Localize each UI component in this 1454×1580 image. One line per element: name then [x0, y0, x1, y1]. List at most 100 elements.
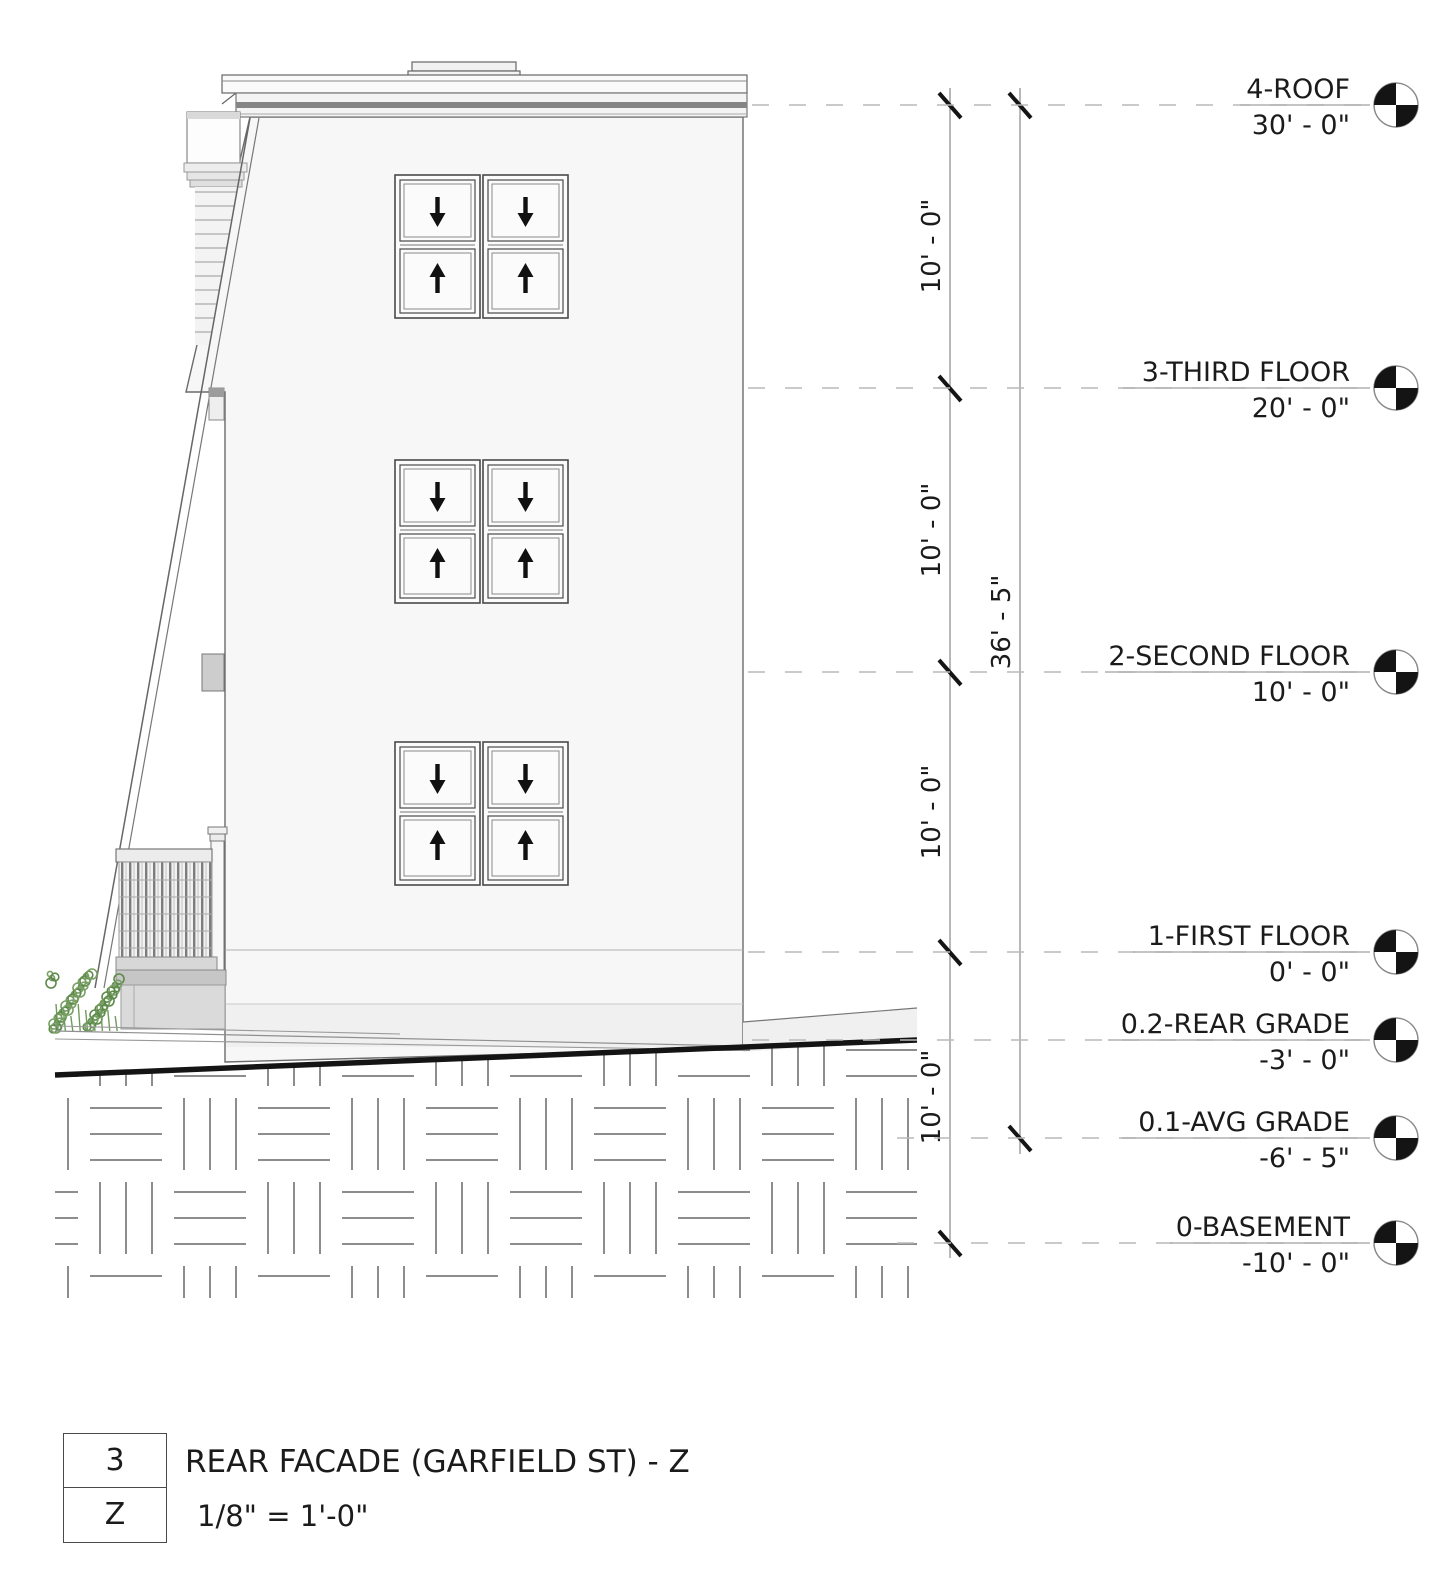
shrub-leaf — [113, 985, 121, 993]
shrub-leaf — [67, 999, 77, 1009]
walkway-line-2 — [54, 1030, 741, 1047]
sash-up-arrow-icon — [429, 830, 446, 860]
deck-post-cap — [207, 826, 228, 835]
level-marker-quadrant-se — [1396, 952, 1418, 974]
dormer-cap — [187, 112, 240, 119]
sash-down-arrow-icon — [429, 764, 446, 794]
earth-hatch — [55, 1040, 917, 1298]
sash-up-arrow-icon — [517, 830, 534, 860]
rear-deck — [115, 826, 228, 1030]
shrub-stem — [114, 1015, 118, 1032]
deck-post-neck — [209, 833, 226, 842]
level-4: 0.2-REAR GRADE-3' - 0" — [752, 1009, 1419, 1076]
lower-sash-glass — [403, 819, 472, 877]
lower-sash — [399, 815, 476, 881]
level-elevation: 0' - 0" — [1269, 957, 1350, 988]
sash-down-arrow-icon — [517, 764, 534, 794]
upper-sash-glass — [403, 750, 472, 805]
level-elevation: 30' - 0" — [1252, 110, 1350, 141]
floor-to-floor-dimension-text: 10' - 0" — [917, 1050, 947, 1145]
level-name: 0.1-AVG GRADE — [1138, 1107, 1350, 1138]
dimension-strings: 10' - 0" 10' - 0" 10' - 0" 10' - 0" 36' - 5" — [917, 88, 1033, 1258]
level-marker-quadrant-nw — [1374, 366, 1396, 388]
view-scale: 1/8" = 1'-0" — [197, 1499, 369, 1533]
shrub-stem — [92, 1015, 96, 1032]
level-marker-quadrant-nw — [1374, 1221, 1396, 1243]
shrub — [45, 968, 125, 1034]
lower-sash — [487, 533, 564, 599]
cornice-step-1 — [183, 162, 248, 173]
lower-sash-glass — [491, 252, 560, 310]
window-frame — [394, 174, 481, 319]
level-marker-quadrant-nw — [1374, 930, 1396, 952]
detail-number: 3 — [64, 1434, 166, 1488]
deck-top-rail — [115, 848, 213, 863]
window-frame — [394, 459, 481, 604]
roof-assembly — [221, 61, 748, 118]
lower-sash-glass — [491, 537, 560, 595]
level-elevation: -6' - 5" — [1259, 1143, 1350, 1174]
floor-to-floor-dimension-text: 10' - 0" — [917, 483, 947, 578]
sash-down-arrow-icon — [429, 482, 446, 512]
floor-to-floor-dimension-text: 10' - 0" — [917, 199, 947, 294]
lower-sash — [399, 248, 476, 314]
shrub-leaf — [113, 979, 123, 989]
roof-left-step — [221, 92, 237, 105]
window-frame — [482, 741, 569, 886]
gutter-shadow-line — [236, 102, 747, 108]
sash-up-arrow-icon — [429, 548, 446, 578]
level-name: 4-ROOF — [1246, 74, 1350, 105]
overall-dimension-text: 36' - 5" — [987, 575, 1017, 670]
shrub-leaf — [113, 973, 125, 985]
level-marker-quadrant-se — [1396, 105, 1418, 127]
eave-bracket-shadow — [209, 388, 224, 397]
sash-up-arrow-icon — [517, 263, 534, 293]
upper-sash — [399, 179, 476, 242]
walkway-line-3 — [54, 1038, 741, 1051]
upper-sash — [399, 464, 476, 527]
dormer-side — [186, 111, 241, 164]
sash-down-arrow-icon — [429, 197, 446, 227]
level-name: 3-THIRD FLOOR — [1142, 357, 1350, 388]
cornice-step-2 — [186, 171, 245, 181]
upper-sash-glass — [491, 750, 560, 805]
deck-post — [210, 840, 225, 972]
level-markers: 4-ROOF 30' - 0" 3-THIRD FLOOR 20' - 0" 2-SEC… — [748, 74, 1419, 1279]
level-elevation: -3' - 0" — [1259, 1045, 1350, 1076]
level-marker-quadrant-se — [1396, 1138, 1418, 1160]
sheet-letter: Z — [104, 1497, 126, 1532]
level-marker-quadrant-nw — [1374, 83, 1396, 105]
utility-box — [201, 653, 225, 692]
sash-up-arrow-icon — [517, 548, 534, 578]
deck-baluster-rails — [119, 879, 212, 949]
upper-sash-glass — [491, 468, 560, 523]
window-first-floor — [394, 741, 569, 886]
lower-sash-glass — [491, 819, 560, 877]
lower-sash-glass — [403, 537, 472, 595]
sash-up-arrow-icon — [429, 263, 446, 293]
level-name: 2-SECOND FLOOR — [1108, 641, 1350, 672]
shrub-stem — [84, 1009, 89, 1032]
lower-sash-glass — [403, 252, 472, 310]
skylight-curb-top — [411, 61, 517, 72]
upper-sash — [399, 746, 476, 809]
view-title: REAR FACADE (GARFIELD ST) - Z — [185, 1444, 690, 1480]
level-marker-quadrant-se — [1396, 388, 1418, 410]
upper-sash — [487, 464, 564, 527]
level-marker-quadrant-se — [1396, 1040, 1418, 1062]
level-marker-quadrant-nw — [1374, 650, 1396, 672]
level-0: 4-ROOF 30' - 0" — [752, 74, 1419, 141]
left-side-roof — [94, 111, 260, 989]
level-elevation: 20' - 0" — [1252, 393, 1350, 424]
shrub-stem — [70, 1015, 74, 1032]
upper-sash — [487, 179, 564, 242]
upper-sash-glass — [403, 468, 472, 523]
side-roof-edge-outer — [94, 117, 251, 989]
level-marker-quadrant-nw — [1374, 1116, 1396, 1138]
floor-to-floor-dimension-text: 10' - 0" — [917, 765, 947, 860]
shrub-leaf — [50, 972, 60, 982]
level-5: 0.1-AVG GRADE -6' - 5" — [897, 1107, 1419, 1174]
